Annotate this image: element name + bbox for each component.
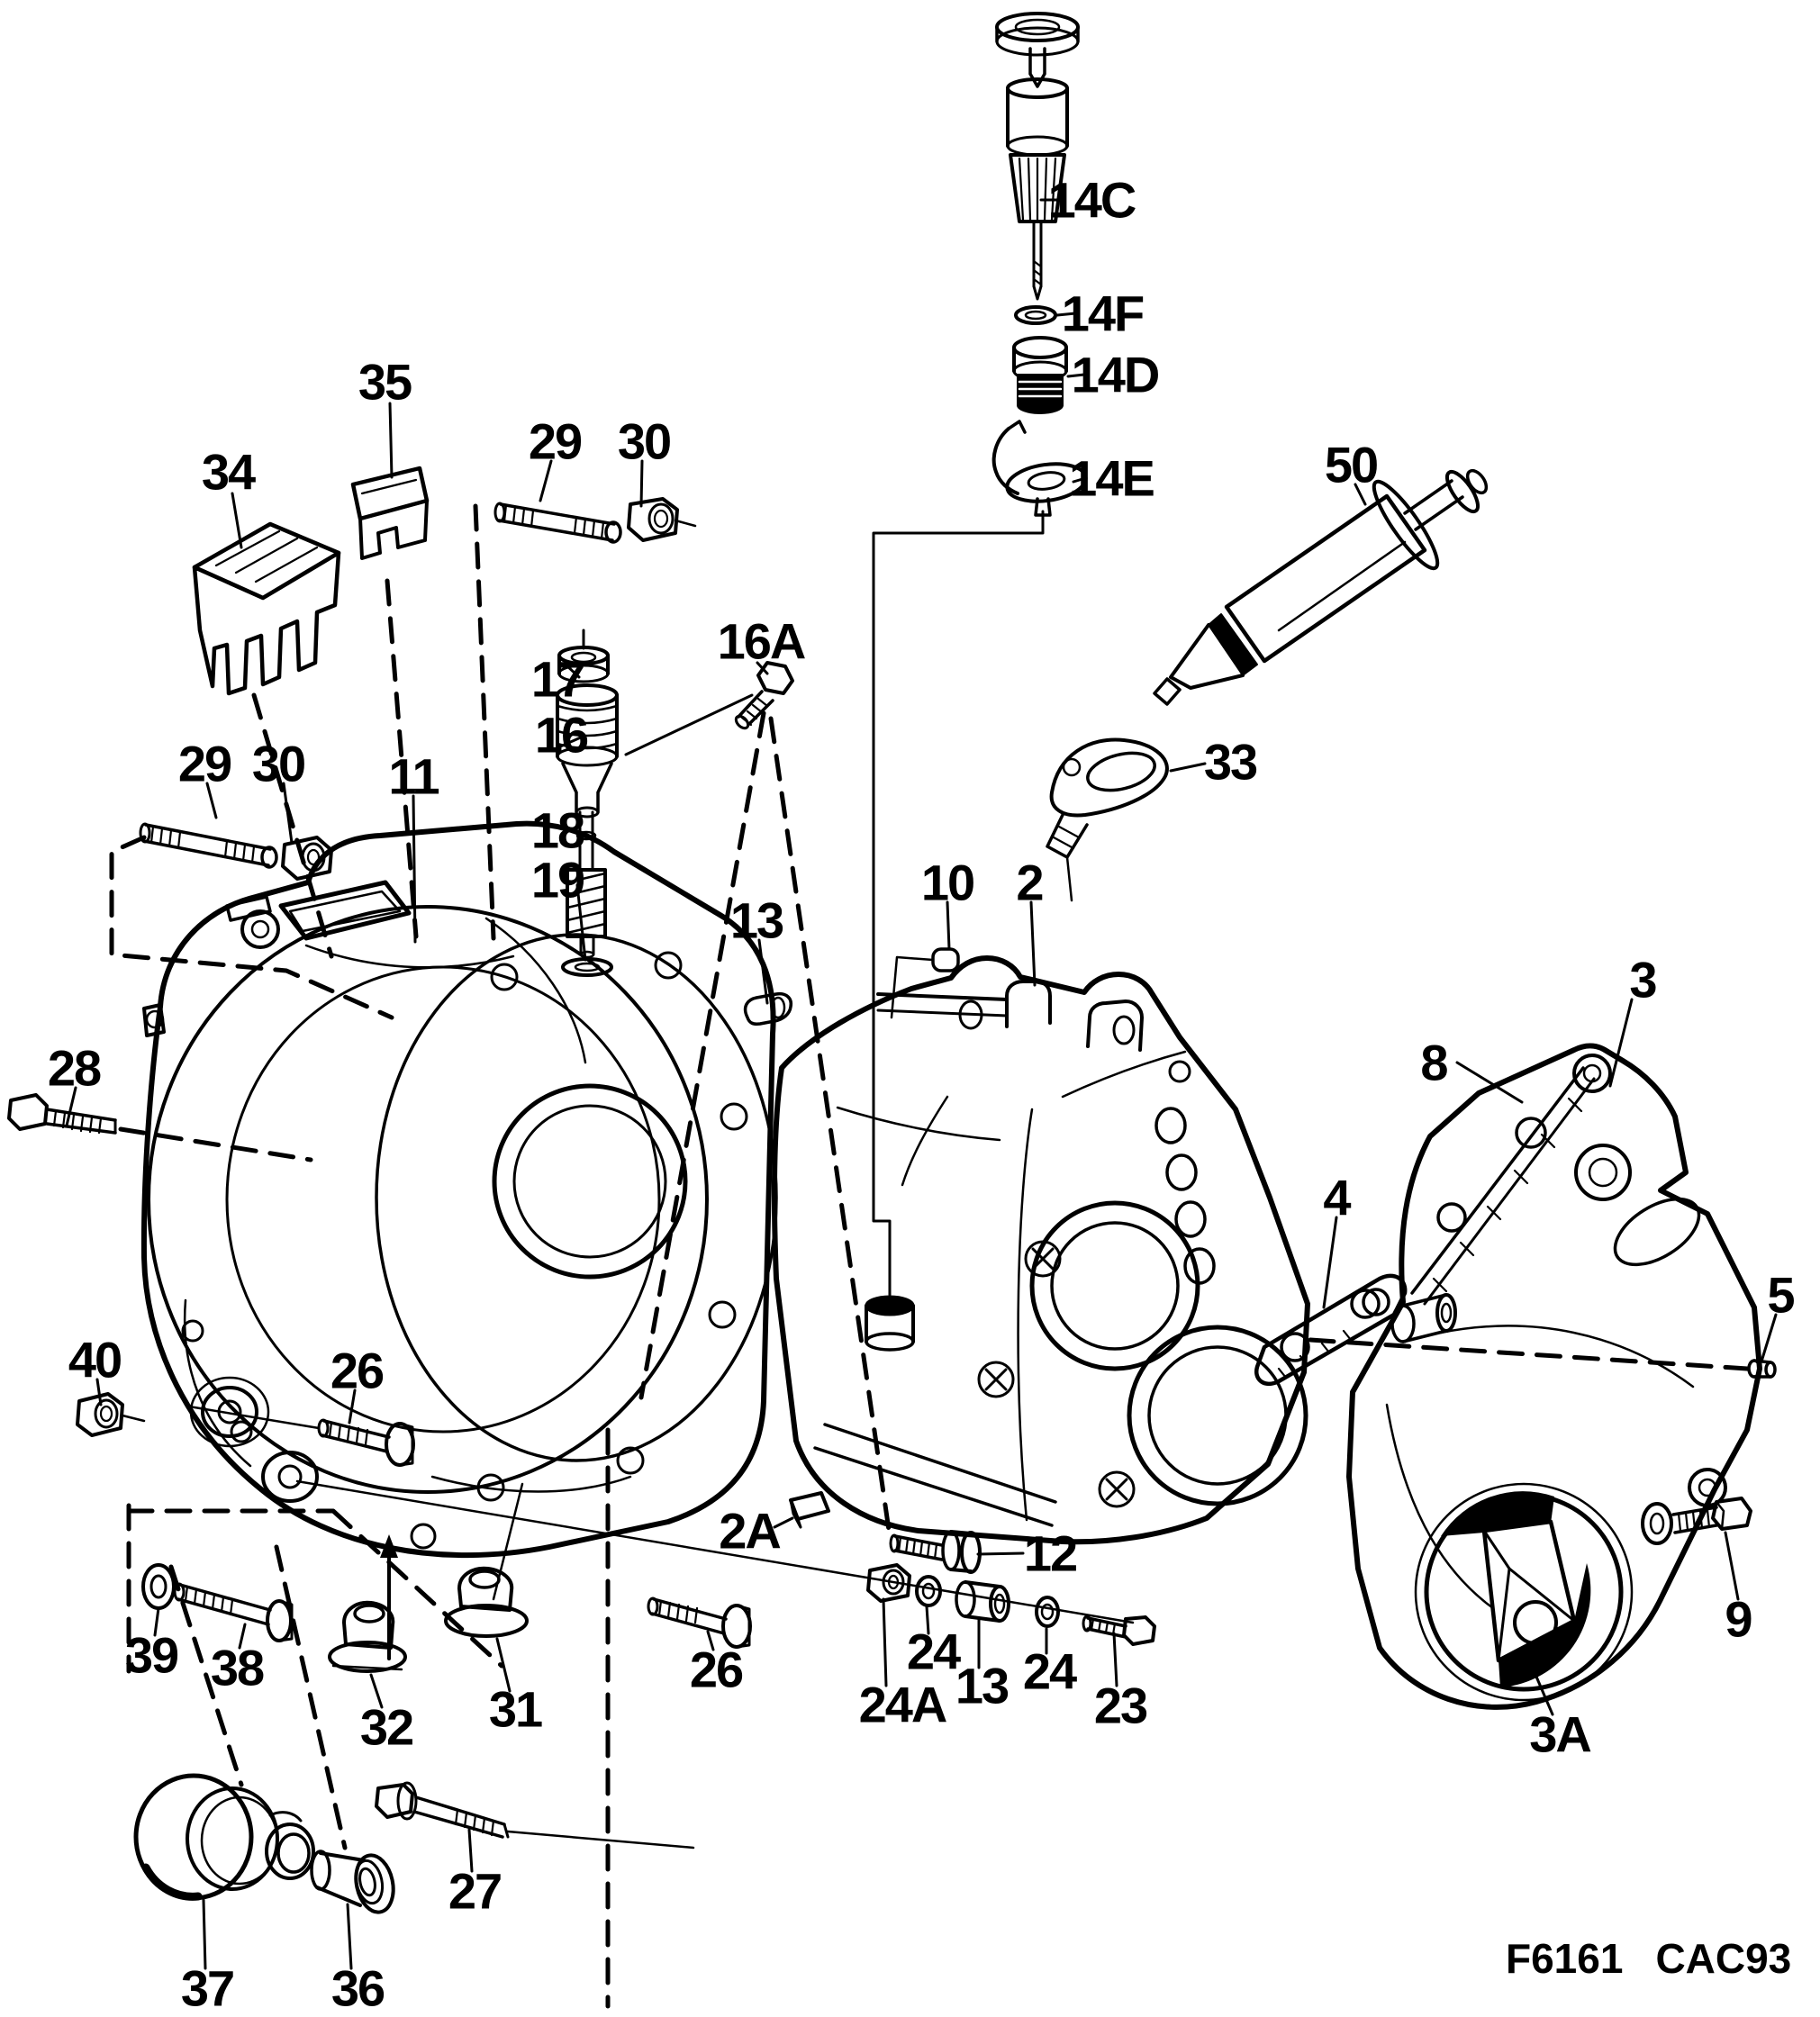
part-callout-13-14: 13 <box>729 891 784 949</box>
bolt-28 <box>7 1093 117 1135</box>
part-callout-38-37: 38 <box>210 1639 265 1696</box>
part-callout-24-34: 24 <box>1022 1642 1077 1700</box>
filler-plug-14d <box>1012 336 1068 414</box>
dipstick-14c <box>995 12 1080 301</box>
clip-35 <box>350 466 430 560</box>
bolt-27 <box>375 1781 695 1850</box>
nut-30-top <box>627 497 697 542</box>
part-callout-35-0: 35 <box>358 353 412 411</box>
bolt-38 <box>173 1582 294 1642</box>
part-callout-16a-9: 16A <box>717 612 807 670</box>
part-callout-32-38: 32 <box>359 1698 414 1756</box>
part-callout-9-44: 9 <box>1725 1590 1752 1648</box>
part-callout-40-26: 40 <box>68 1331 122 1388</box>
bolt-26-bottom <box>647 1596 752 1649</box>
lever-4 <box>1254 1273 1457 1387</box>
sealant-syringe-50 <box>1153 468 1489 706</box>
spacer-13-lower <box>955 1580 1010 1623</box>
part-callout-24a-32: 24A <box>858 1676 948 1733</box>
speedo-gear-16 <box>556 683 619 819</box>
part-callout-26-27: 26 <box>330 1342 385 1399</box>
nut-30-left <box>281 836 333 881</box>
bolt-23 <box>1082 1615 1156 1646</box>
part-callout-8-22: 8 <box>1420 1034 1448 1091</box>
part-callout-18-12: 18 <box>530 801 585 859</box>
pin-10 <box>890 947 960 1019</box>
figure-code-right: CAC93 <box>1655 1935 1792 1982</box>
part-callout-24-31: 24 <box>906 1623 961 1680</box>
part-callout-50-8: 50 <box>1324 436 1379 493</box>
gear-case-2 <box>772 955 1310 1545</box>
part-callout-34-1: 34 <box>201 443 256 501</box>
leader-lines <box>65 198 1778 1970</box>
part-callout-33-15: 33 <box>1203 733 1258 791</box>
part-callout-30-3: 30 <box>617 412 672 470</box>
dashed-guide-lines <box>109 503 1750 2009</box>
part-callout-3a-43: 3A <box>1529 1705 1592 1763</box>
part-callout-28-23: 28 <box>47 1039 102 1097</box>
part-callout-17-10: 17 <box>530 650 585 708</box>
engine-mount-3a <box>1441 1491 1591 1687</box>
part-callout-29-2: 29 <box>528 412 583 470</box>
washer-24-left <box>915 1575 942 1607</box>
part-callout-3-21: 3 <box>1629 951 1657 1008</box>
wedge-2a <box>789 1491 830 1529</box>
part-callout-10-16: 10 <box>920 854 975 911</box>
o-ring-14f <box>1014 305 1057 325</box>
stud-29-left <box>139 822 278 869</box>
bracket-33 <box>1046 737 1169 902</box>
roll-pin-13 <box>743 991 793 1026</box>
speedo-seal-17 <box>557 629 610 683</box>
washer-24-right <box>1035 1596 1060 1628</box>
washer-39 <box>141 1563 176 1610</box>
part-callout-16-11: 16 <box>534 706 589 764</box>
part-callout-26-30: 26 <box>689 1641 744 1698</box>
part-callout-31-39: 31 <box>488 1680 543 1738</box>
part-callout-5-25: 5 <box>1767 1266 1795 1324</box>
bolt-16a <box>734 661 794 730</box>
part-callout-29-18: 29 <box>177 735 232 792</box>
figure-code: F6161 CAC93 <box>1506 1934 1791 1983</box>
part-callout-12-29: 12 <box>1023 1524 1078 1582</box>
washer-19 <box>561 957 613 977</box>
part-callout-27-40: 27 <box>448 1862 503 1920</box>
grommet-32 <box>328 1600 407 1673</box>
part-callout-14e-7: 14E <box>1069 449 1155 507</box>
part-callout-2a-28: 2A <box>719 1502 782 1560</box>
part-callout-4-24: 4 <box>1323 1169 1351 1226</box>
part-callout-14c-4: 14C <box>1047 171 1137 229</box>
part-callout-14f-5: 14F <box>1061 285 1145 342</box>
bushing-37 <box>133 1773 315 1901</box>
clutch-housing-11 <box>140 820 778 1559</box>
bushing-36 <box>310 1850 395 1914</box>
part-callout-39-36: 39 <box>124 1626 179 1684</box>
part-callout-2-17: 2 <box>1016 854 1044 911</box>
bolt-12 <box>889 1530 982 1574</box>
filler-flange-14e <box>872 420 1088 1297</box>
part-callout-13-33: 13 <box>955 1657 1010 1714</box>
part-callout-37-41: 37 <box>180 1959 235 2017</box>
part-callout-23-35: 23 <box>1093 1677 1148 1734</box>
part-callout-11-20: 11 <box>388 747 439 805</box>
stud-29-top <box>493 502 622 544</box>
nut-40 <box>76 1392 146 1437</box>
damper-34 <box>192 521 341 696</box>
part-callout-19-13: 19 <box>530 851 585 909</box>
grommet-31 <box>444 1482 529 1638</box>
bolt-26-left <box>187 1405 415 1467</box>
part-callout-30-19: 30 <box>251 735 306 792</box>
mount-axis-line <box>295 1479 1135 1624</box>
part-callout-36-42: 36 <box>330 1959 385 2017</box>
bolt-9 <box>1641 1497 1752 1545</box>
install-arrow <box>380 1534 398 1660</box>
figure-code-left: F6161 <box>1506 1935 1624 1982</box>
part-callout-14d-6: 14D <box>1071 346 1161 403</box>
nut-24a <box>866 1563 911 1603</box>
